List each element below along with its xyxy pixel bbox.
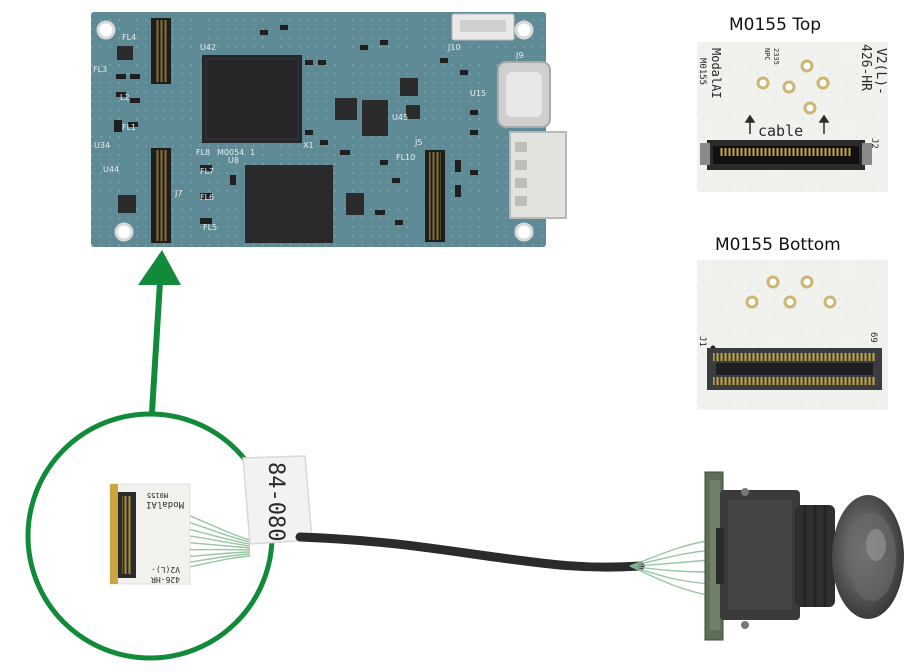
- processor-chip: [202, 55, 302, 143]
- silk-fl1: FL1: [122, 123, 136, 132]
- silk-u8: U8: [228, 156, 239, 165]
- adapter-top-date: 2335: [772, 48, 780, 65]
- silk-fl10: FL10: [396, 153, 415, 162]
- silk-j5: J5: [414, 138, 422, 147]
- adapter-top-sensor: 426-HR: [858, 44, 873, 91]
- adapter-top-cable-label: cable: [758, 122, 803, 140]
- silk-j10: J10: [447, 43, 461, 52]
- silk-u45: U45: [392, 113, 408, 122]
- small-adapter: M0155 ModalAI V2(L)- 426-HR: [109, 483, 191, 585]
- adapter-bottom-pin-start: J1: [697, 336, 707, 347]
- mount-hole: [514, 222, 534, 242]
- adapter-top-view: ModalAI M0155 NPC 2335 V2(L)- 426-HR cab…: [697, 42, 888, 192]
- adapter-bottom-view: J1 69: [697, 260, 888, 410]
- cable-sleeve: [295, 532, 645, 572]
- mount-hole: [114, 222, 134, 242]
- mount-hole: [96, 20, 116, 40]
- cable-tag-text: 84-080: [263, 462, 288, 541]
- silk-u15: U15: [470, 89, 486, 98]
- small-adapter-part: M0155: [147, 491, 168, 499]
- silk-u34: U34: [94, 141, 110, 150]
- caption-top: M0155 Top: [729, 15, 822, 35]
- silk-fl8: FL8: [196, 148, 210, 157]
- silk-fl3: FL3: [93, 65, 107, 74]
- adapter-top-pin-label: J2: [869, 138, 879, 149]
- silk-fl5: FL5: [203, 223, 217, 232]
- adapter-top-brand: ModalAI: [709, 48, 723, 99]
- small-adapter-brand: ModalAI: [146, 499, 184, 509]
- main-board: FL4 U42 FL3 L2 FL1 U34 FL8 M0054 1 U8 FL…: [91, 12, 567, 247]
- cable-assembly: 84-080: [134, 455, 713, 597]
- small-adapter-version: V2(L)-: [151, 565, 180, 574]
- adapter-bottom-pin-end: 69: [868, 332, 878, 343]
- silk-fl7: FL7: [200, 167, 214, 176]
- caption-bottom: M0155 Bottom: [715, 235, 841, 255]
- memory-chip: [245, 165, 333, 243]
- adapter-top-version: V2(L)-: [873, 48, 888, 95]
- silk-part: M0054: [217, 148, 244, 157]
- silk-rev: 1: [250, 148, 255, 157]
- silk-fl4: FL4: [122, 33, 136, 42]
- mount-hole: [514, 20, 534, 40]
- silk-u44: U44: [103, 165, 119, 174]
- adapter-top-date-prefix: NPC: [763, 48, 771, 61]
- silk-x1: X1: [303, 141, 314, 150]
- small-adapter-sensor: 426-HR: [151, 575, 180, 584]
- silk-fl6: FL6: [200, 193, 214, 202]
- silk-l2: L2: [120, 93, 130, 102]
- silk-j7: J7: [174, 189, 182, 198]
- highlight-arrow: [138, 250, 181, 413]
- silk-u42: U42: [200, 43, 216, 52]
- silk-j9: J9: [515, 51, 523, 60]
- adapter-top-part: M0155: [697, 58, 707, 85]
- camera-module: [704, 471, 904, 641]
